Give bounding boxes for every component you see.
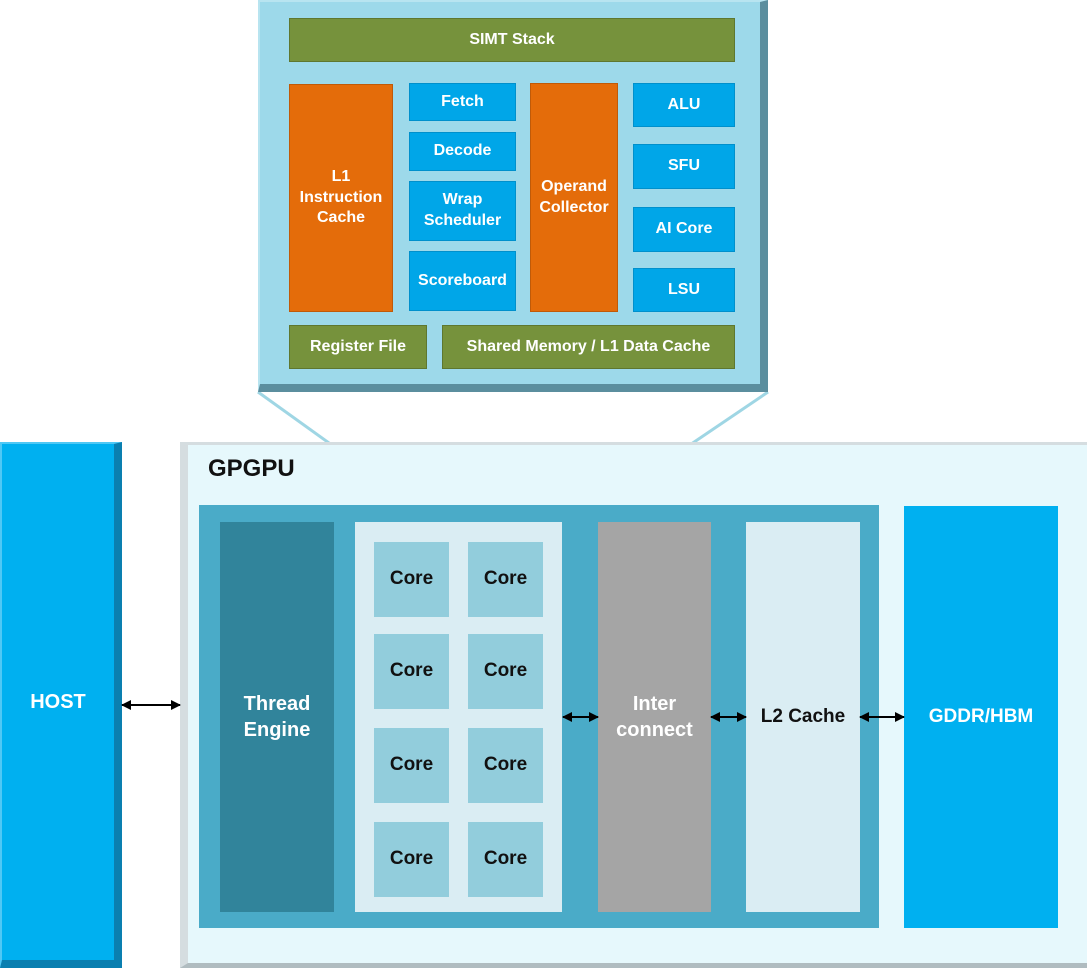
- core-block: Core: [374, 634, 449, 709]
- core-block: Core: [468, 728, 543, 803]
- fetch-block: Fetch: [409, 83, 516, 121]
- core-block: Core: [374, 822, 449, 897]
- thread-engine-block: Thread Engine: [220, 522, 334, 912]
- core-block: Core: [374, 728, 449, 803]
- scoreboard-block: Scoreboard: [409, 251, 516, 311]
- alu-block: ALU: [633, 83, 735, 127]
- ai-core-block: AI Core: [633, 207, 735, 252]
- lsu-block: LSU: [633, 268, 735, 312]
- decode-block: Decode: [409, 132, 516, 171]
- warp-scheduler-block: Wrap Scheduler: [409, 181, 516, 241]
- register-file-block: Register File: [289, 325, 427, 369]
- shared-memory-block: Shared Memory / L1 Data Cache: [442, 325, 735, 369]
- core-block: Core: [374, 542, 449, 617]
- gddr-hbm-block: GDDR/HBM: [904, 506, 1058, 928]
- l2-cache-block: L2 Cache: [746, 522, 860, 912]
- l1-instruction-cache-block: L1 Instruction Cache: [289, 84, 393, 312]
- core-block: Core: [468, 822, 543, 897]
- core-block: Core: [468, 542, 543, 617]
- gpgpu-title: GPGPU: [208, 455, 295, 482]
- simt-stack-block: SIMT Stack: [289, 18, 735, 62]
- core-block: Core: [468, 634, 543, 709]
- sfu-block: SFU: [633, 144, 735, 189]
- host-block: HOST: [0, 442, 122, 968]
- interconnect-block: Inter connect: [598, 522, 711, 912]
- operand-collector-block: Operand Collector: [530, 83, 618, 312]
